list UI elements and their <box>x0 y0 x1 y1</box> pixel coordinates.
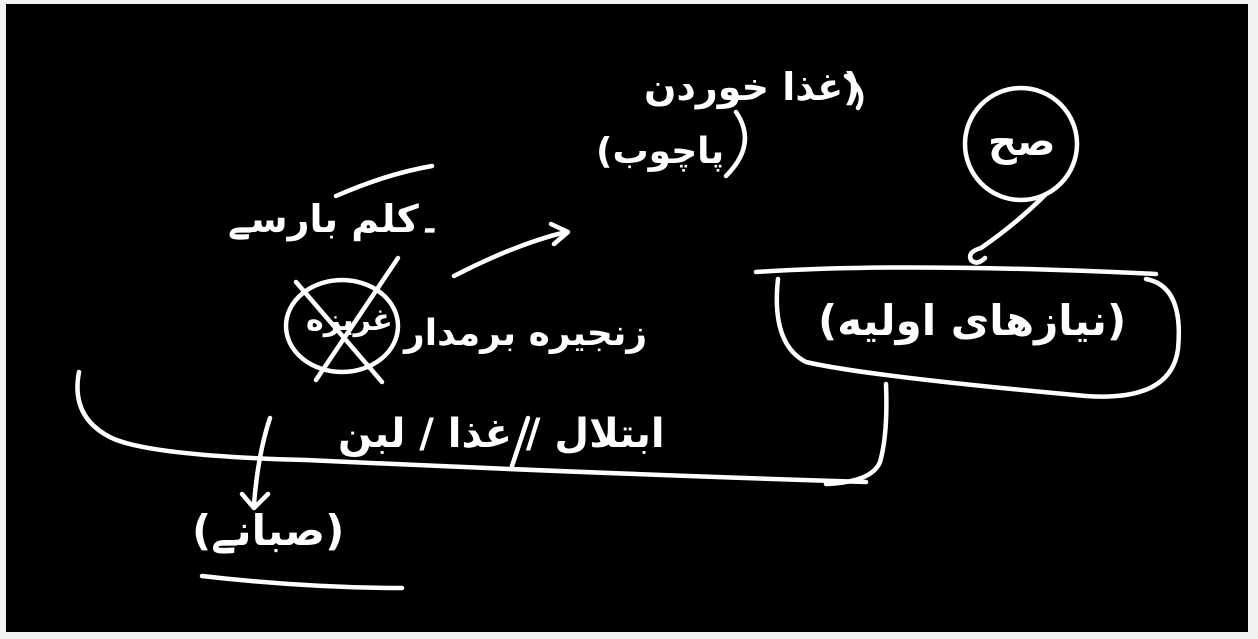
bottom-left-underline <box>199 573 405 591</box>
cross-stroke-b <box>313 255 401 383</box>
right-box-stem <box>823 381 889 487</box>
bottom-line-text: ابتلال / غذا / لبن <box>338 411 665 457</box>
ink-strokes <box>75 73 1182 591</box>
top-right-note-line2: پاچوب) <box>596 131 725 172</box>
down-arrow-head <box>239 491 271 511</box>
right-box-text: (نیازهای اولیه) <box>818 296 1127 345</box>
down-arrow-shaft <box>251 415 273 507</box>
cross-stroke-a <box>293 279 385 385</box>
crossed-circle-outline <box>283 277 401 375</box>
left-heading-text: ۔کلم بارسے <box>228 197 441 241</box>
middle-label-text: زنجیره برمدار <box>404 313 648 354</box>
bottom-left-text: (صبانے) <box>192 506 345 555</box>
lower-bracket <box>75 369 869 485</box>
speech-circle-text: صح <box>988 119 1056 165</box>
right-box-outline <box>774 276 1182 399</box>
top-right-note: (غذا خوردن <box>644 65 861 109</box>
speech-circle-connector <box>978 191 1049 251</box>
heading-dash <box>333 163 435 199</box>
connector-hook <box>967 245 988 265</box>
top-note-bracket <box>723 109 748 179</box>
arrow-head <box>548 221 571 247</box>
slash-mark <box>509 415 531 469</box>
top-note-paren <box>843 73 864 111</box>
crossed-circle-text: غریزه <box>306 303 393 338</box>
right-box-top-line <box>753 265 1159 277</box>
speech-circle-outline <box>962 85 1080 203</box>
arrow-shaft <box>451 229 569 279</box>
drawing-canvas: (غذا خوردن پاچوب) صح (نیازهای اولیه) ۔کل… <box>6 4 1248 632</box>
